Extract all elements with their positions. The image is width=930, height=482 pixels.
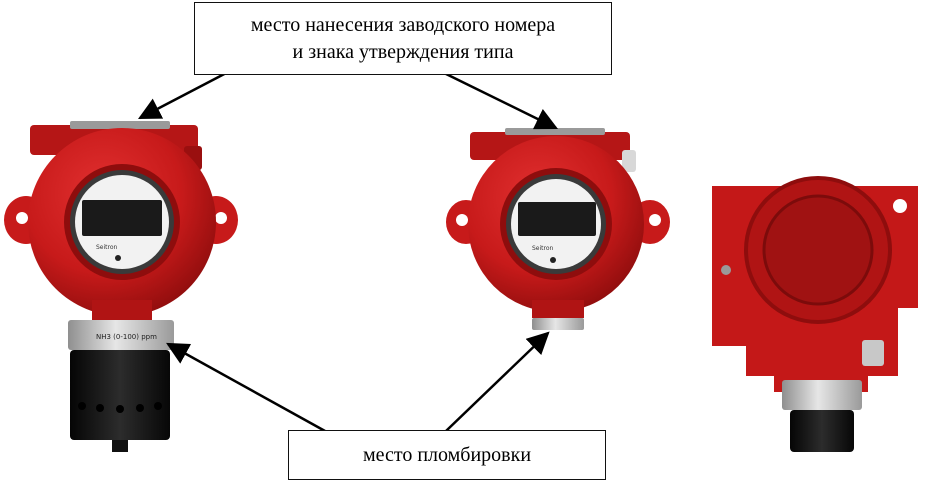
- arrows: [138, 69, 559, 433]
- sealing-location-callout: место пломбировки: [288, 430, 606, 480]
- arrow-to-lid-middle: [439, 69, 559, 130]
- serial-number-location-callout: место нанесения заводского номера и знак…: [194, 2, 612, 75]
- brand-label: Seitron: [96, 244, 118, 251]
- callout-line-2: и знака утверждения типа: [292, 41, 514, 63]
- arrow-to-seal-middle: [445, 331, 550, 432]
- gas-detector-front-with-sensor: Seitron NH3 (0-100) ppm: [4, 121, 238, 452]
- sensor-band-label: NH3 (0-100) ppm: [96, 333, 157, 341]
- arrow-to-lid-left: [138, 69, 231, 120]
- callout-sealing-text: место пломбировки: [362, 444, 532, 466]
- arrow-to-seal-left: [166, 342, 326, 433]
- callout-line-1: место нанесения заводского номера: [250, 14, 556, 36]
- gas-detector-housing-open: [712, 176, 918, 452]
- gas-detector-front-no-sensor: Seitron: [446, 128, 670, 330]
- brand-label-2: Seitron: [532, 245, 554, 252]
